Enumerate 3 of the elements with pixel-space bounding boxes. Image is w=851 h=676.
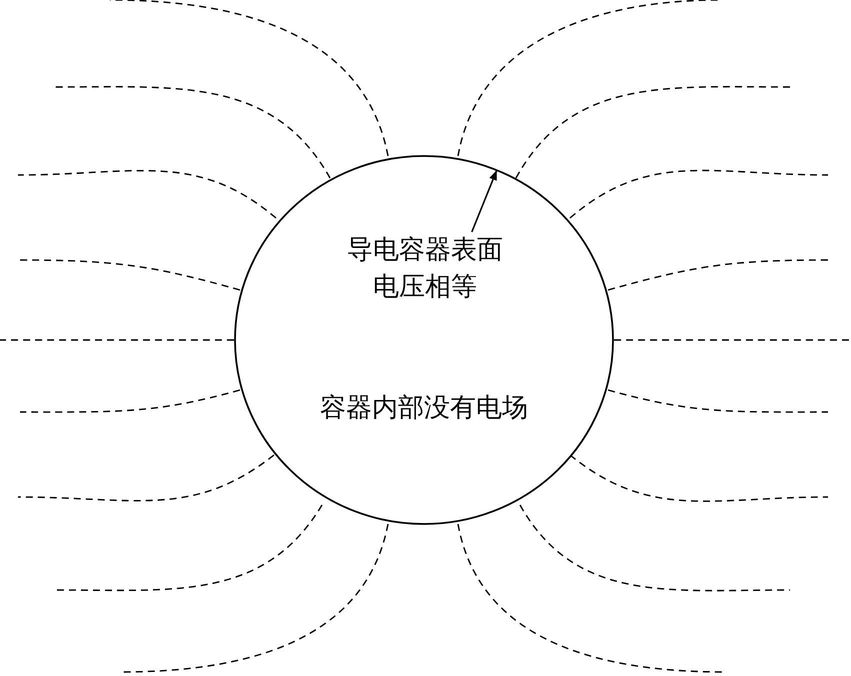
- interior-note: 容器内部没有电场: [319, 392, 529, 425]
- surface-label: 导电容器表面电压相等: [335, 232, 515, 306]
- arrow: [471, 170, 498, 232]
